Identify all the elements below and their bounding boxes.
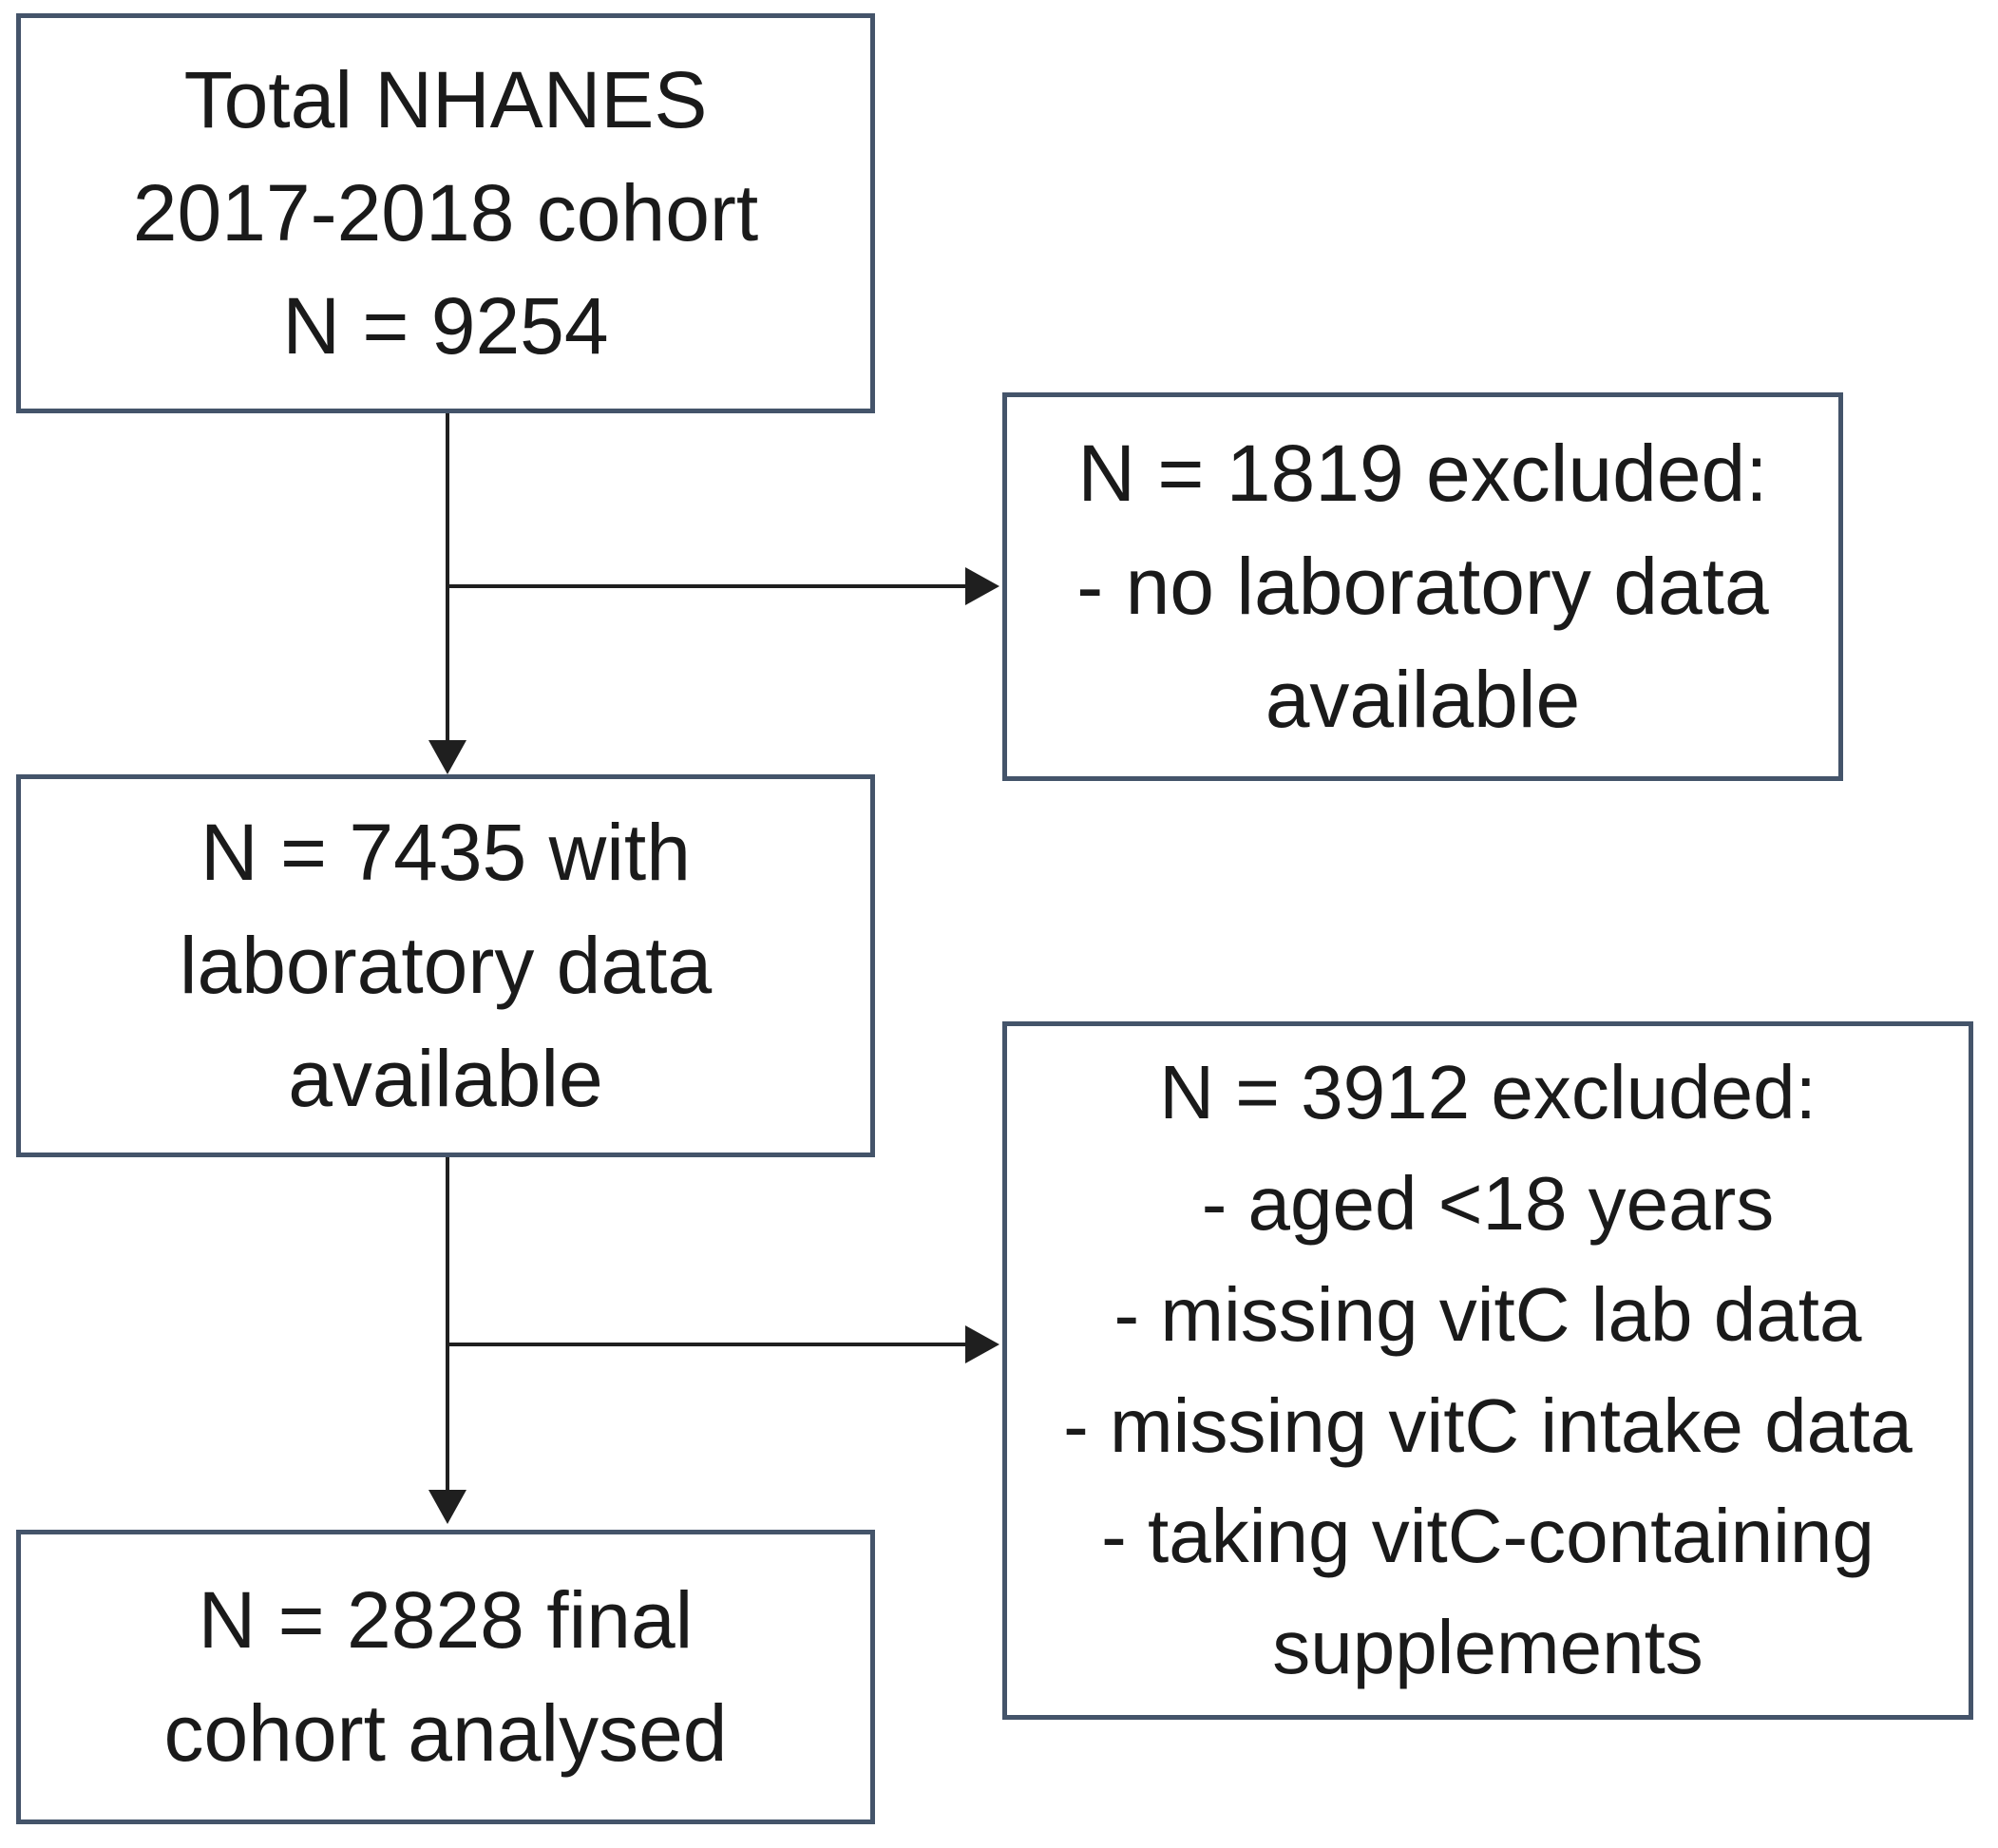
arrow-down-icon bbox=[428, 1490, 466, 1524]
node-excluded-no-lab-data: N = 1819 excluded: - no laboratory data … bbox=[1002, 392, 1843, 781]
node-text-line: cohort analysed bbox=[163, 1688, 728, 1778]
arrow-down-icon bbox=[428, 740, 466, 774]
node-lab-data-available: N = 7435 with laboratory data available bbox=[16, 774, 875, 1157]
node-text-line: N = 3912 excluded: bbox=[1159, 1050, 1817, 1135]
node-text-line: N = 1819 excluded: bbox=[1077, 428, 1768, 518]
node-final-cohort: N = 2828 final cohort analysed bbox=[16, 1530, 875, 1824]
arrow-right-icon bbox=[965, 1325, 999, 1363]
node-text-line: available bbox=[1265, 655, 1581, 745]
node-text-line: supplements bbox=[1272, 1605, 1703, 1690]
node-text-line: - missing vitC intake data bbox=[1063, 1382, 1912, 1468]
node-text-line: N = 7435 with bbox=[200, 807, 691, 897]
node-text-line: - no laboratory data bbox=[1076, 541, 1769, 631]
arrow-total-to-lab-line bbox=[446, 413, 449, 742]
node-total-cohort: Total NHANES 2017-2018 cohort N = 9254 bbox=[16, 13, 875, 413]
node-text-line: laboratory data bbox=[179, 920, 713, 1010]
node-text-line: Total NHANES bbox=[183, 54, 708, 144]
node-text-line: 2017-2018 cohort bbox=[132, 167, 759, 257]
node-text-line: - taking vitC-containing bbox=[1101, 1494, 1874, 1579]
node-text-line: - aged <18 years bbox=[1201, 1160, 1775, 1246]
node-text-line: N = 2828 final bbox=[198, 1574, 694, 1665]
arrow-branch-to-excluded-criteria-line bbox=[447, 1343, 969, 1346]
arrow-right-icon bbox=[965, 567, 999, 605]
node-text-line: - missing vitC lab data bbox=[1113, 1271, 1862, 1357]
arrow-lab-to-final-line bbox=[446, 1157, 449, 1492]
node-text-line: N = 9254 bbox=[282, 281, 609, 372]
node-excluded-criteria: N = 3912 excluded: - aged <18 years - mi… bbox=[1002, 1021, 1973, 1720]
arrow-branch-to-excluded-no-lab-line bbox=[447, 584, 969, 588]
node-text-line: available bbox=[288, 1034, 603, 1124]
